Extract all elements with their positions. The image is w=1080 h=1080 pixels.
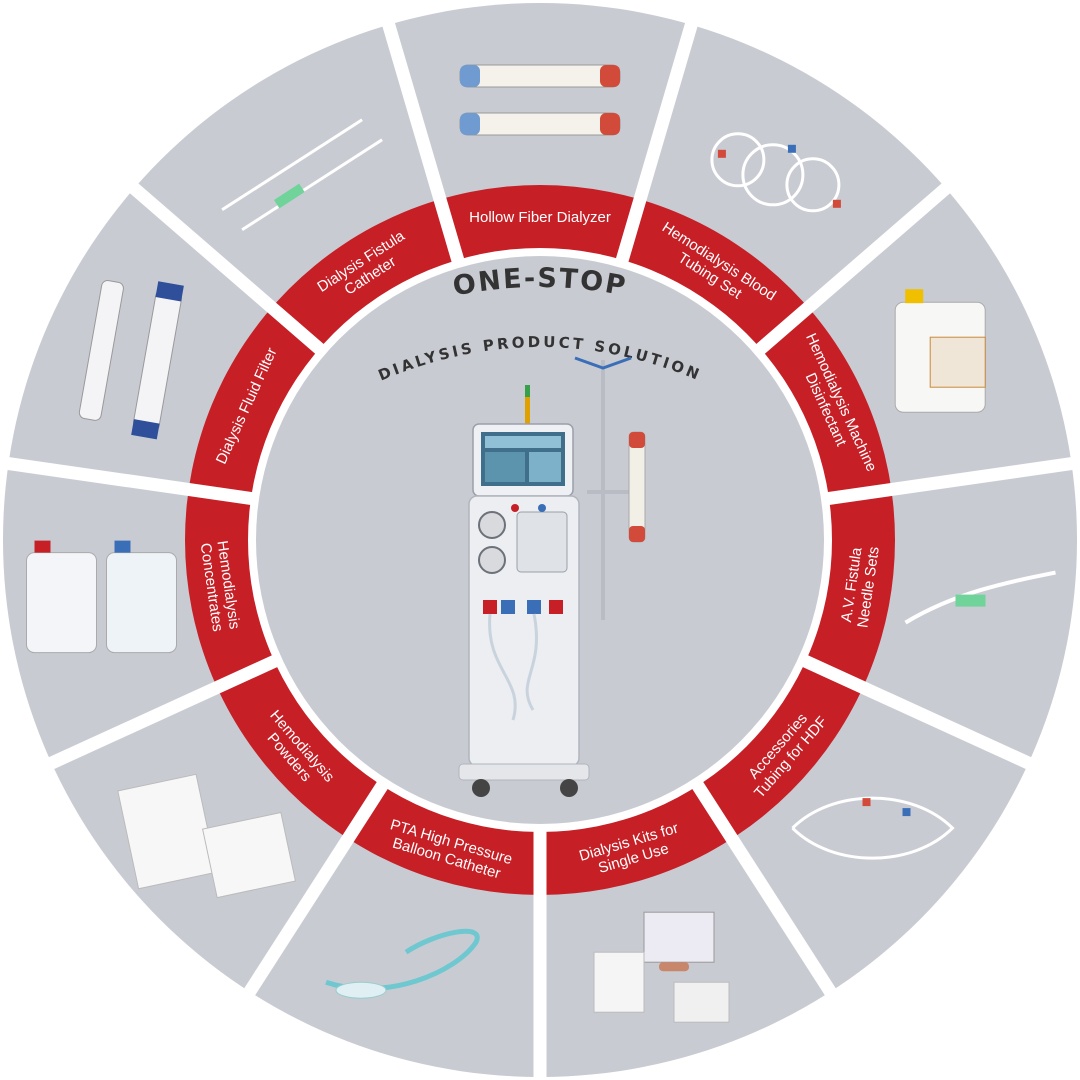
segment-separator — [688, 776, 841, 1002]
segment-separator — [614, 15, 700, 269]
disinfectant-jug-icon — [894, 289, 986, 413]
segment-separator — [123, 178, 329, 359]
hdf-tubing-icon — [791, 796, 955, 860]
segment-label-line: Hollow Fiber Dialyzer — [469, 209, 611, 226]
blood-tubing-icon — [710, 132, 841, 213]
balloon-catheter-icon — [325, 928, 480, 999]
segment-separator — [380, 15, 466, 269]
fluid-filter-icon — [78, 280, 184, 440]
segment-separators — [0, 15, 1080, 1080]
segment-separator — [796, 652, 1039, 773]
concentrate-jugs-icon — [26, 540, 177, 654]
segment-separator — [239, 776, 392, 1002]
powder-bags-icon — [117, 773, 297, 899]
segment-separator — [821, 456, 1080, 506]
dialysis-machine-icon — [458, 356, 646, 797]
segment-icons — [26, 64, 1056, 1023]
dialysis-kit-icon — [593, 911, 730, 1023]
segment-label-hollow-fiber-dialyzer: Hollow Fiber Dialyzer — [469, 209, 611, 226]
segment-separator — [41, 652, 284, 773]
segment-separator — [0, 456, 259, 506]
dialyzer-icon — [459, 64, 621, 136]
fistula-catheter-icon — [221, 118, 383, 232]
fistula-needle-icon — [904, 570, 1056, 625]
segment-separator — [751, 178, 957, 359]
